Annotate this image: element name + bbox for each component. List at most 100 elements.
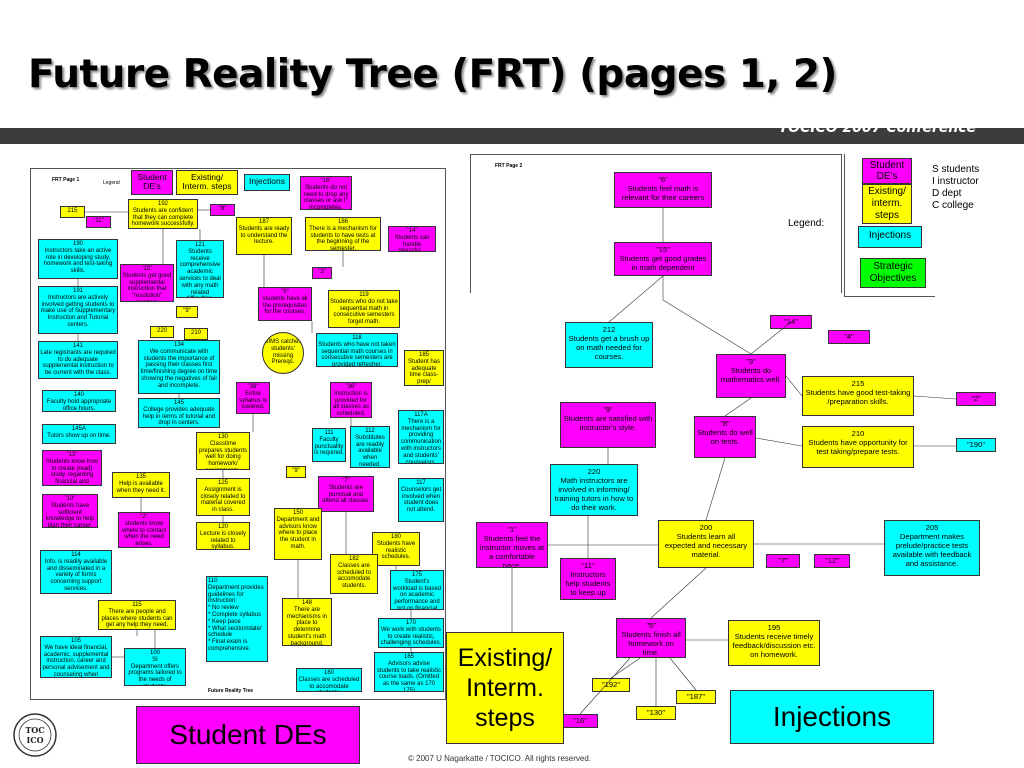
p2-node-215: 215 Students have good test-taking /prep… (802, 376, 914, 416)
p2-node-200: 200 Students learn all expected and nece… (658, 520, 754, 568)
node-185: 185 Student has adequate time class-prep… (404, 350, 444, 386)
node-118: 118 Students who have not taken sequenti… (316, 333, 398, 367)
p2-node-11: "11" Instructors help students to keep u… (560, 558, 616, 600)
node-130: 130 Classtime prepares students well for… (196, 432, 250, 470)
node-215: 215 (60, 206, 85, 218)
node-125: 125 Assignment is closely related to mat… (196, 478, 250, 516)
node-191: 191 Instructors are actively involved ge… (38, 286, 118, 334)
node-112: 112 Substitutes are readily available wh… (350, 426, 390, 468)
node-187: 187 Students are ready to understand the… (236, 217, 292, 255)
p2-node-205: 205 Department makes prelude/practice te… (884, 520, 980, 576)
copyright: © 2007 U Nagarkatte / TOCICO. All rights… (408, 754, 592, 763)
p2-node-192: "192" (592, 678, 630, 692)
page1-legend-word: Legend (103, 180, 120, 186)
node-9: "9" (176, 306, 198, 318)
node-10: "10" Students have sufficient knowledge … (42, 494, 98, 528)
p2-node-210: 210 Students have opportunity for test t… (802, 426, 914, 468)
node-38: "38" Entire syllabus is covered. (236, 382, 270, 414)
p2-node-4: "4" (828, 330, 870, 344)
p2-node-9: "9" Students are satisfied with instruct… (560, 402, 656, 448)
page2-legend-key: S students I instructor D dept C college (932, 164, 980, 211)
node-105: 105 We have ideal financial, academic, s… (40, 636, 112, 678)
node-16: "16" Students do not need to drop any cl… (300, 176, 352, 210)
node-140: 140 Faculty hold appropriate office hour… (42, 390, 116, 412)
svg-text:TOC: TOC (25, 725, 44, 735)
node-145: 145 College provides adequate help in te… (138, 398, 220, 428)
callout-student-des: Student DEs (136, 706, 360, 764)
node-100: 100 SI Department offers programs tailor… (124, 648, 186, 686)
node-182: 182 Classes are scheduled to accomodate … (330, 554, 378, 594)
p2-node-220: 220 Math instructors are involved in inf… (550, 464, 638, 516)
node-114: 114 Info. is readily available and disse… (40, 550, 112, 594)
p2-node-12: "12" (814, 554, 850, 568)
page1-footer: Future Reality Tree (208, 688, 254, 694)
node-2: "2" students know where to contact when … (118, 512, 170, 548)
p2-node-1: "1" Students feel the instructor moves a… (476, 522, 548, 568)
tocico-logo: TOC ICO (13, 713, 57, 757)
node-3: "3" (312, 267, 332, 279)
node-15: "15" Students get good supplemental inst… (120, 264, 174, 302)
p2-node-6: "6" Students feel math is relevant for t… (614, 172, 712, 208)
node-119: 119 Students who do not take sequential … (328, 290, 400, 328)
node-192: 192 Students are confident that they can… (128, 199, 198, 229)
page-title: Future Reality Tree (FRT) (pages 1, 2) (28, 52, 837, 97)
node-150: 150 Department and advisors know where t… (274, 508, 322, 560)
page1-legend-student-des: Student DE's (131, 170, 173, 195)
p2-node-5: "5" Students finish all homework on time… (616, 618, 686, 658)
node-220: 220 (150, 326, 174, 338)
header-bar (0, 128, 1024, 144)
node-165: 165 Advisors advise students to take rea… (374, 652, 444, 692)
node-186: 186 There is a mechanism for students to… (305, 217, 381, 251)
node-180: 180 Students have realistic schedules. (372, 532, 420, 566)
p2-node-212: 212 Students get a brush up on math need… (565, 322, 653, 368)
node-7: "7" Students are punctual and attend all… (318, 476, 374, 512)
page2-legend-injections: Injections (858, 226, 922, 248)
node-135: 135 Help is available when they need it. (112, 472, 170, 498)
p2-node-2: "2" (956, 392, 996, 406)
page2-legend-strategic: Strategic Objectives (860, 258, 926, 288)
callout-existing: Existing/ Interm. steps (446, 632, 564, 744)
node-170: 170 We work with students to create real… (378, 618, 444, 648)
node-117: 117 Counselors get involved when student… (398, 478, 444, 522)
p2-node-130: "130" (636, 706, 676, 720)
node-160: 160 Classes are scheduled to accomodate … (296, 668, 362, 692)
node-6: "6" students have all the prerequisites … (258, 287, 312, 321)
node-110: 110 Department provides guidelines for i… (206, 576, 268, 662)
node-11: "11" (86, 216, 111, 228)
node-13: "13" Students know how to create (read) … (42, 450, 102, 486)
p2-node-8: "8" Students do well on tests. (694, 416, 756, 458)
node-141: 141 Late registrants are required to do … (38, 341, 118, 379)
page2-legend-existing: Existing/ interm. steps (862, 184, 912, 224)
node-175: 175 Student's workload is based on acade… (390, 570, 444, 610)
page2-legend-word: Legend: (788, 218, 825, 229)
node-111: 111 Faculty punctuality is required. (312, 428, 346, 462)
callout-injections: Injections (730, 690, 934, 744)
node-14: "14" Students can handle stressful... (388, 226, 436, 252)
p2-node-15: "15" Students get good grades in math de… (614, 242, 712, 276)
node-36: "36" Instruction is provided for all cla… (330, 382, 372, 418)
node-190: 190 Instructors take an active role in d… (38, 239, 118, 279)
node-134: 134 We communicate with students the imp… (138, 340, 220, 394)
conference-label: TOCICO 2007 Conference (778, 120, 976, 136)
node-sims: SIMS catches students' missing Prereqs. (262, 332, 304, 374)
p2-node-190: "190" (956, 438, 996, 452)
node-121: 121 Students receive comprehensive acade… (176, 240, 224, 298)
node-117A: 117A There is a mechanism for providing … (398, 410, 444, 464)
node-9b: "9" (286, 466, 306, 478)
node-120: 120 Lecture is closely related to syllab… (196, 522, 250, 550)
p2-node-7: "7" (766, 554, 800, 568)
page1-legend-existing: Existing/ Interm. steps (176, 170, 238, 195)
p2-node-195: 195 Students receive timely feedback/dis… (728, 620, 820, 666)
node-115: 115 There are people and places where st… (98, 600, 176, 630)
svg-text:ICO: ICO (26, 735, 43, 745)
node-148: 148 There are mechanisms in place to det… (282, 598, 332, 646)
page1-legend-injections: Injections (244, 174, 290, 191)
node-210: 210 (184, 328, 208, 340)
page1-label: FRT Page 1 (52, 177, 80, 183)
node-145A: 145A Tutors show up on time. (42, 424, 116, 444)
page2-legend-student-des: Student DE's (862, 158, 912, 184)
p2-node-3: "3" Students do mathematics well. (716, 354, 786, 398)
page2-label: FRT Page 2 (495, 163, 523, 169)
node-8: "8" (210, 204, 235, 216)
